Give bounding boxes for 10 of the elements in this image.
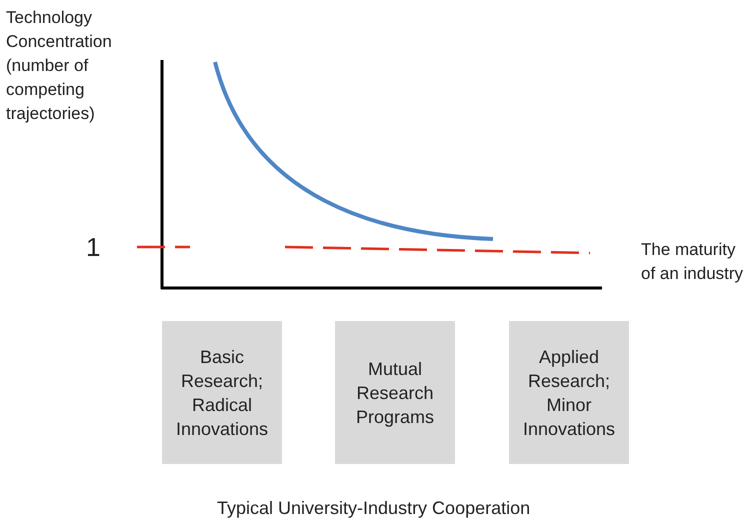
box-text: Applied Research; Minor Innovations: [522, 346, 616, 440]
y-axis-label: Technology Concentration (number of competing trajectories): [6, 7, 113, 125]
caption: Typical University-Industry Cooperation: [217, 497, 530, 520]
x-axis-label: The maturity of an industry: [641, 239, 744, 285]
box-text: Basic Research; Radical Innovations: [174, 346, 270, 440]
box-text: Mutual Research Programs: [354, 358, 436, 428]
category-box: [335, 321, 455, 464]
category-box: [162, 321, 282, 464]
category-box: [509, 321, 629, 464]
tick-label: 1: [86, 232, 102, 262]
